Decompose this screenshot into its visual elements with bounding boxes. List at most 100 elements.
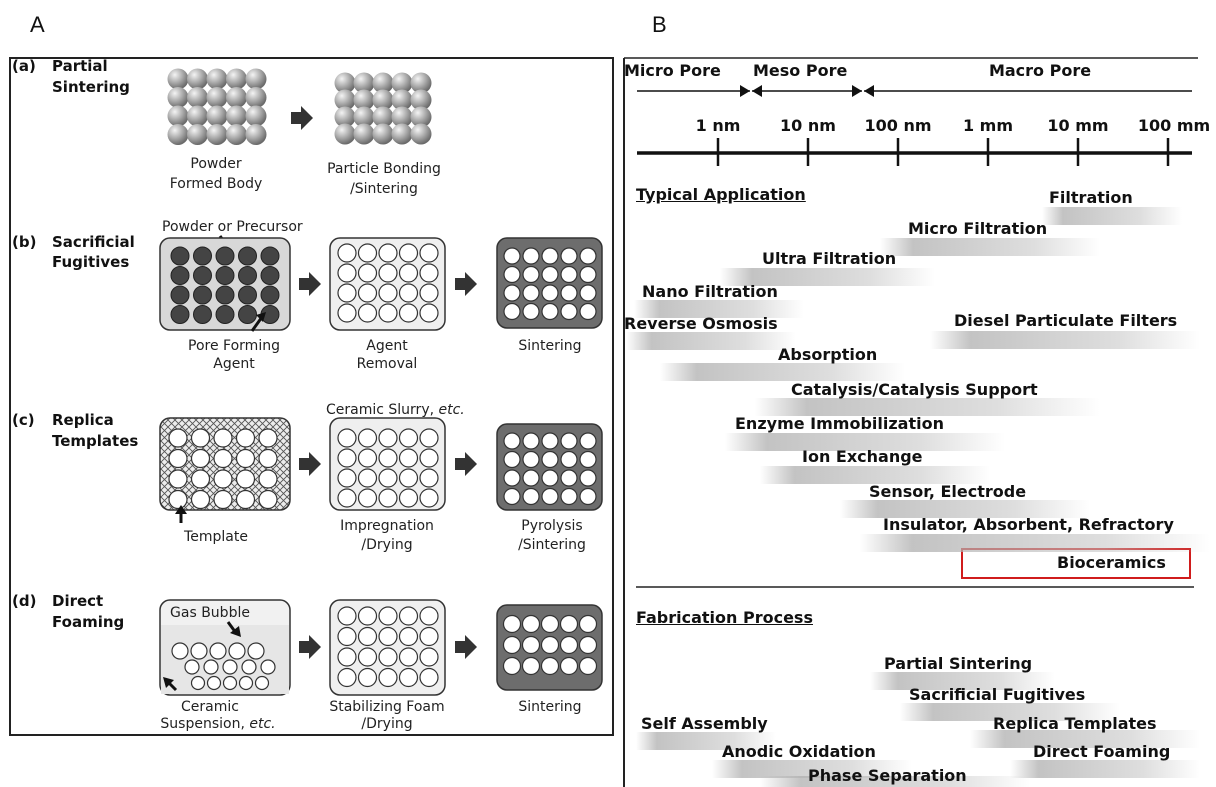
- pore: [522, 284, 540, 302]
- template-cell: [190, 428, 211, 448]
- pore: [337, 283, 357, 303]
- gas-bubble: [260, 659, 276, 675]
- pore-forming-particle: [215, 246, 235, 266]
- pore: [378, 243, 398, 263]
- bonded-particle: [410, 89, 432, 111]
- pore: [578, 614, 598, 634]
- powder-particle: [206, 105, 228, 127]
- template-cell: [168, 489, 188, 510]
- pore: [540, 635, 560, 655]
- row-b-tag: (b): [12, 233, 36, 251]
- template-cell: [235, 428, 256, 448]
- pore: [357, 647, 378, 667]
- pore: [503, 469, 521, 487]
- caption-agent-b2: Agent: [366, 338, 408, 354]
- bonded-particle: [391, 123, 413, 145]
- powder-formed-body-spheres: [167, 68, 267, 145]
- powder-particle: [245, 87, 267, 108]
- pore: [579, 469, 597, 487]
- powder-particle: [187, 124, 208, 145]
- pore: [357, 448, 378, 468]
- pore-forming-particle: [193, 285, 212, 305]
- pore-forming-grid: [170, 246, 280, 324]
- pore: [419, 243, 439, 263]
- panel-a-diagram: (a) Partial Sintering (b) Sacrificial Fu…: [9, 57, 614, 736]
- bar-micro-filtration: [880, 238, 1100, 256]
- bar-filtration: [1042, 207, 1182, 225]
- bar-sensor: [840, 500, 1090, 518]
- bonded-particle: [410, 106, 432, 128]
- app-ultra-filtration: Ultra Filtration: [762, 249, 897, 268]
- pore: [503, 487, 521, 506]
- pore: [560, 487, 578, 506]
- bar-ion-exchange: [760, 466, 990, 484]
- caption-particle-bonding: Particle Bonding: [327, 161, 441, 177]
- pore: [378, 283, 398, 303]
- pore-forming-particle: [193, 266, 212, 285]
- gas-bubble-grid: [171, 642, 276, 691]
- bar-self-assembly: [636, 732, 776, 750]
- powder-particle: [206, 124, 228, 145]
- powder-particle: [187, 105, 208, 127]
- pore: [378, 667, 398, 688]
- app-insulator: Insulator, Absorbent, Refractory: [883, 515, 1174, 534]
- pore-forming-particle: [260, 266, 280, 285]
- template-cell: [190, 489, 211, 510]
- row-b-title-word2: Fugitives: [52, 253, 129, 271]
- pore: [522, 450, 540, 469]
- app-diesel-particulate-filters: Diesel Particulate Filters: [954, 311, 1178, 330]
- pore: [560, 265, 578, 284]
- gas-bubble: [222, 675, 238, 691]
- bonded-particle: [334, 106, 356, 128]
- bar-reverse-osmosis: [626, 332, 796, 350]
- bonded-particle: [353, 89, 375, 111]
- pore: [337, 488, 357, 508]
- powder-particle: [226, 68, 247, 90]
- bonded-particle: [410, 123, 432, 145]
- particle-bonding-spheres: [334, 72, 432, 145]
- pore: [579, 302, 597, 321]
- pore-forming-particle: [238, 305, 257, 324]
- foam-grid: [337, 606, 439, 688]
- pore-forming-particle: [193, 305, 212, 324]
- pore: [419, 428, 439, 448]
- pore: [541, 469, 559, 487]
- gas-bubble: [222, 659, 238, 675]
- bar-replica: [970, 730, 1200, 748]
- pore: [560, 469, 578, 487]
- pore: [579, 284, 597, 302]
- app-ion-exchange: Ion Exchange: [802, 447, 923, 466]
- template-cell: [190, 469, 211, 489]
- pore: [398, 488, 419, 508]
- caption-sintering-d: Sintering: [518, 699, 581, 715]
- gas-bubble: [228, 642, 246, 660]
- template-cell: [213, 448, 233, 469]
- pore: [398, 263, 419, 283]
- gas-bubble: [203, 659, 219, 675]
- pore: [378, 303, 398, 323]
- pore: [357, 303, 378, 323]
- pore: [337, 667, 357, 688]
- gas-bubble: [184, 659, 200, 675]
- scale-tick-label: 10 mm: [1047, 116, 1108, 135]
- app-filtration: Filtration: [1049, 188, 1133, 207]
- pore: [579, 247, 597, 265]
- pore: [559, 614, 579, 634]
- pore: [378, 428, 398, 448]
- template-cell: [168, 428, 188, 448]
- pore: [419, 626, 439, 647]
- pore: [357, 428, 378, 448]
- row-b-title-word1: Sacrificial: [52, 233, 135, 251]
- pore: [419, 448, 439, 468]
- bonded-particle: [391, 89, 413, 111]
- pore: [503, 450, 521, 469]
- template-cell: [235, 448, 256, 469]
- pore: [337, 303, 357, 323]
- pore-forming-particle: [170, 305, 190, 324]
- pore: [503, 302, 521, 321]
- caption-stabilizing-foam: Stabilizing Foam: [329, 699, 444, 715]
- app-nano-filtration: Nano Filtration: [642, 282, 778, 301]
- app-bioceramics: Bioceramics: [1057, 553, 1166, 572]
- caption-drying-c: /Drying: [361, 537, 412, 553]
- meso-pore-label: Meso Pore: [753, 61, 847, 80]
